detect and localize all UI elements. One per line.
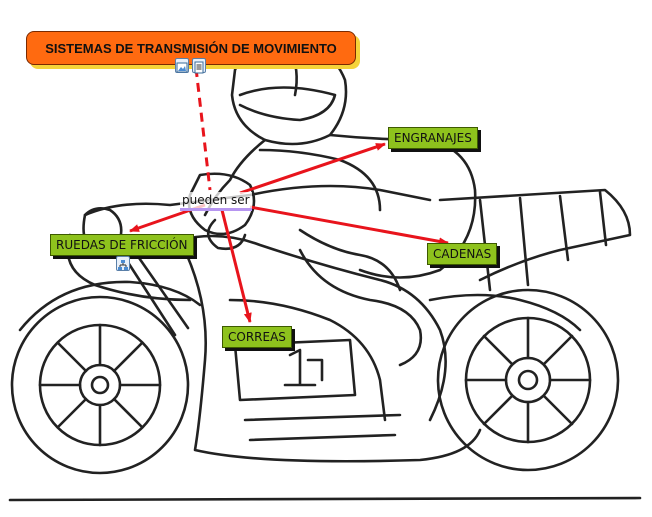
node-ruedas-de-friccion[interactable]: RUEDAS DE FRICCIÓN [50, 234, 194, 256]
node-engranajes[interactable]: ENGRANAJES [388, 127, 478, 149]
front-tire-outer [10, 295, 190, 475]
link-phrase[interactable]: pueden ser [180, 192, 252, 211]
node-correas[interactable]: CORREAS [222, 326, 292, 348]
number-plate [233, 338, 357, 402]
image-icon[interactable] [175, 58, 189, 73]
document-icon[interactable] [192, 58, 206, 74]
node-cadenas[interactable]: CADENAS [427, 243, 498, 265]
arrow-to-engranajes [239, 142, 386, 195]
arrow-to-correas [220, 209, 252, 323]
glove [187, 172, 256, 236]
main-concept-title[interactable]: SISTEMAS DE TRANSMISIÓN DE MOVIMIENTO [26, 31, 356, 65]
arrow-to-cadenas [249, 205, 449, 246]
concept-map-icon[interactable] [116, 256, 130, 271]
dashed-connector [194, 67, 212, 191]
rear-tire-outer [436, 288, 620, 472]
